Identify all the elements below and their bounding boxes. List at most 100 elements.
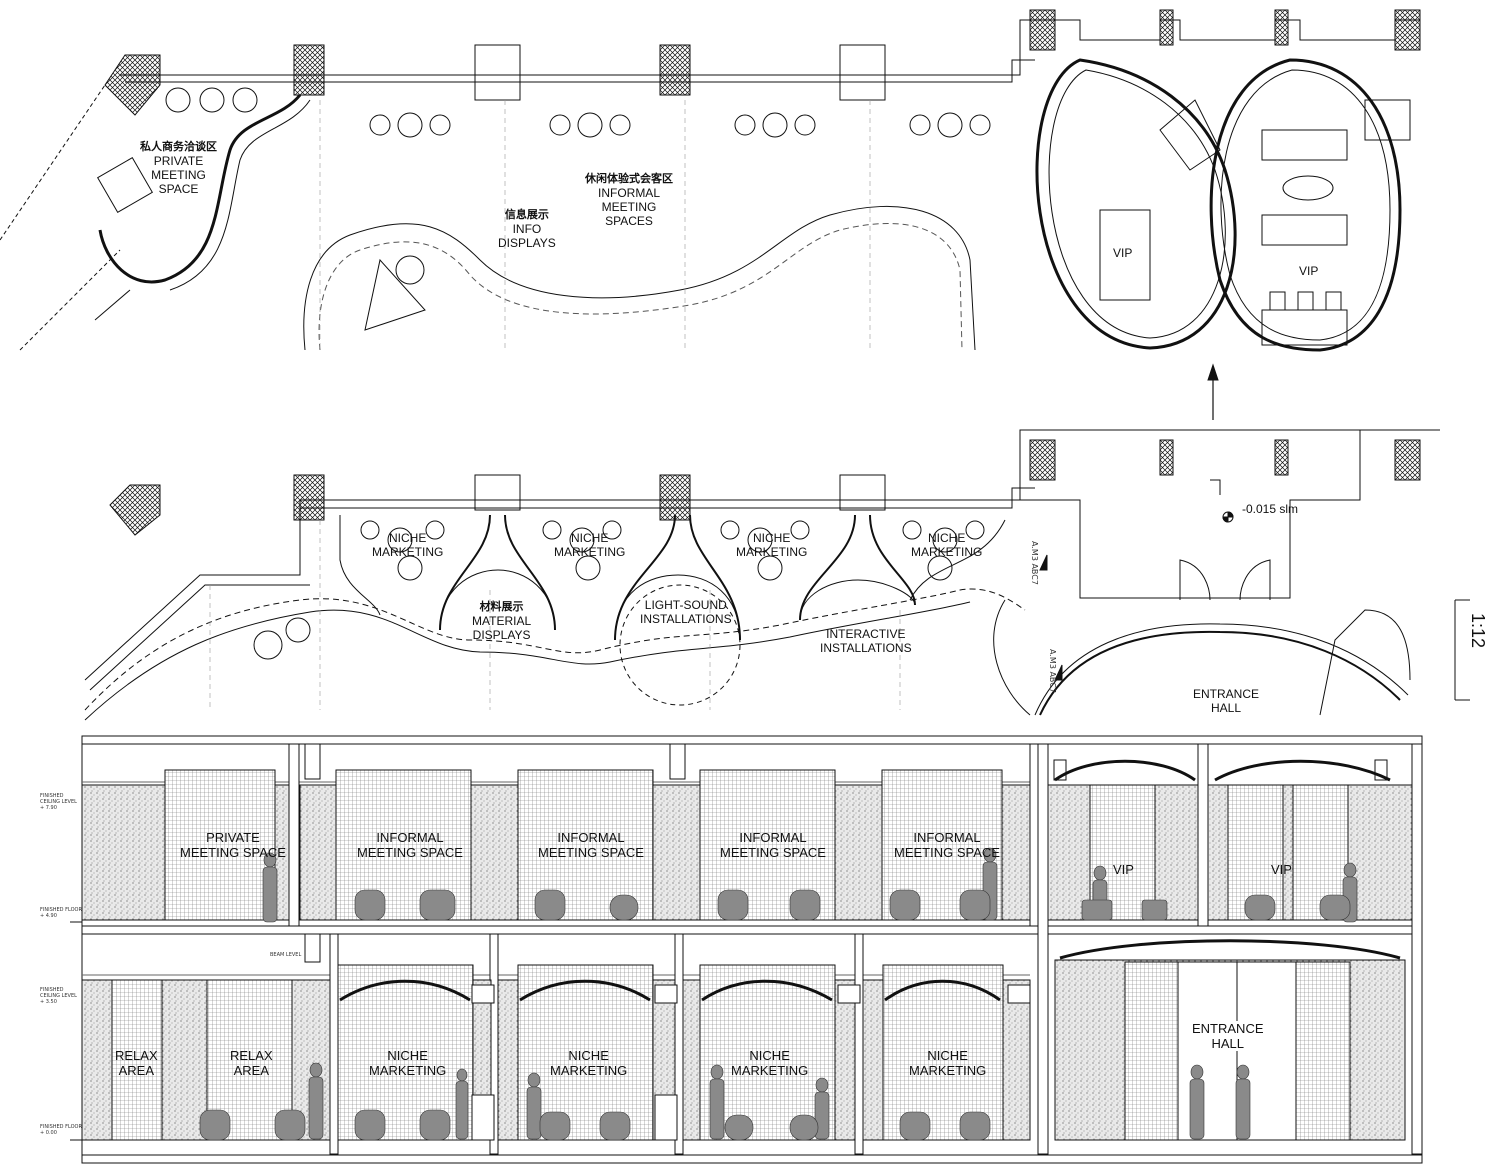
label-niche-3-l2: MARKETING xyxy=(736,545,808,559)
section-relax-1-l1: RELAX xyxy=(115,1048,158,1063)
label-informal-meeting-en-2: MEETING xyxy=(601,200,657,214)
label-interactive: INTERACTIVE INSTALLATIONS xyxy=(820,627,912,655)
level-upper-floor-l1: FINISHED FLOOR xyxy=(40,907,82,913)
level-lower-ceiling-l1: FINISHED xyxy=(40,987,64,993)
label-niche-4-l1: NICHE xyxy=(928,531,966,545)
section-room-upper-5-l2: MEETING SPACE xyxy=(894,845,1000,860)
section-relax-2: RELAX AREA xyxy=(230,1048,273,1078)
section-entrance-hall: ENTRANCE HALL xyxy=(1190,1021,1266,1051)
label-informal-meeting: 休闲体验式会客区 INFORMAL MEETING SPACES xyxy=(585,172,673,228)
section-elevation xyxy=(70,735,1423,1164)
label-info-displays-en-1: INFO xyxy=(512,222,542,236)
section-room-upper-4-l2: MEETING SPACE xyxy=(720,845,826,860)
label-niche-3-l1: NICHE xyxy=(753,531,791,545)
section-figures xyxy=(199,847,1358,1141)
section-niche-1: NICHE MARKETING xyxy=(369,1048,446,1078)
section-room-upper-4: INFORMAL MEETING SPACE xyxy=(720,830,826,860)
level-lower-ceiling-l3: + 3.50 xyxy=(40,999,57,1005)
label-light-sound-l1: LIGHT-SOUND xyxy=(644,598,727,612)
label-vip-left: VIP xyxy=(1113,246,1133,260)
section-room-upper-2-l1: INFORMAL xyxy=(376,830,444,845)
label-informal-meeting-en-1: INFORMAL xyxy=(597,186,660,200)
label-niche-2-l2: MARKETING xyxy=(554,545,626,559)
label-info-displays-cn: 信息展示 xyxy=(504,208,549,221)
label-niche-1-l2: MARKETING xyxy=(372,545,444,559)
section-niche-2-l2: MARKETING xyxy=(550,1063,628,1078)
level-lower-floor: FINISHED FLOOR + 0.00 xyxy=(40,1124,82,1136)
label-niche-3: NICHE MARKETING xyxy=(736,531,807,559)
section-niche-4-l1: NICHE xyxy=(927,1048,968,1063)
section-niche-3-l1: NICHE xyxy=(749,1048,790,1063)
level-upper-ceiling-l3: + 7.90 xyxy=(40,805,57,811)
section-tag-1: A.M3 ABC7 xyxy=(1029,541,1039,585)
label-info-displays-en-2: DISPLAYS xyxy=(498,236,556,250)
section-niche-3: NICHE MARKETING xyxy=(731,1048,808,1078)
label-informal-meeting-en-3: SPACES xyxy=(605,214,653,228)
section-relax-1: RELAX AREA xyxy=(115,1048,158,1078)
level-upper-ceiling-l1: FINISHED xyxy=(40,793,64,799)
label-niche-2-l1: NICHE xyxy=(571,531,609,545)
label-informal-meeting-cn: 休闲体验式会客区 xyxy=(585,172,673,185)
label-entrance-hall-plan: ENTRANCE HALL xyxy=(1193,687,1259,715)
label-private-meeting-en-3: SPACE xyxy=(158,182,199,196)
level-upper-ceiling: FINISHED CEILING LEVEL + 7.90 xyxy=(40,793,77,811)
label-interactive-l2: INSTALLATIONS xyxy=(820,641,912,655)
level-lower-ceiling: FINISHED CEILING LEVEL + 3.50 xyxy=(40,987,77,1005)
label-material-displays: 材料展示 MATERIAL DISPLAYS xyxy=(472,600,531,642)
section-relax-2-l2: AREA xyxy=(233,1063,270,1078)
label-interactive-l1: INTERACTIVE xyxy=(826,627,906,641)
section-niche-4-l2: MARKETING xyxy=(909,1063,987,1078)
section-room-upper-4-l1: INFORMAL xyxy=(739,830,807,845)
level-upper-floor-l2: + 4.90 xyxy=(40,913,57,919)
label-niche-4-l2: MARKETING xyxy=(911,545,983,559)
label-material-displays-en-1: MATERIAL xyxy=(472,614,532,628)
level-mark: -0.015 slm xyxy=(1242,502,1299,516)
section-room-upper-2-l2: MEETING SPACE xyxy=(357,845,463,860)
label-vip-right: VIP xyxy=(1299,264,1319,278)
label-material-displays-en-2: DISPLAYS xyxy=(472,628,531,642)
label-private-meeting: 私人商务洽谈区 PRIVATE MEETING SPACE xyxy=(140,140,217,196)
label-niche-1-l1: NICHE xyxy=(389,531,427,545)
section-relax-1-l2: AREA xyxy=(118,1063,155,1078)
section-room-upper-3-l1: INFORMAL xyxy=(557,830,625,845)
section-vip-2: VIP xyxy=(1271,862,1292,877)
level-lower-floor-l1: FINISHED FLOOR xyxy=(40,1124,82,1130)
label-private-meeting-en-2: MEETING xyxy=(151,168,206,182)
section-niche-1-l1: NICHE xyxy=(387,1048,428,1063)
level-beam: BEAM LEVEL xyxy=(270,952,302,958)
label-niche-1: NICHE MARKETING xyxy=(372,531,443,559)
upper-plan xyxy=(0,9,1421,420)
level-lower-floor-l2: + 0.00 xyxy=(40,1130,57,1136)
section-room-upper-1: PRIVATE MEETING SPACE xyxy=(180,830,286,860)
label-niche-4: NICHE MARKETING xyxy=(911,531,982,559)
section-niche-2: NICHE MARKETING xyxy=(550,1048,627,1078)
level-upper-ceiling-l2: CEILING LEVEL xyxy=(40,799,77,805)
label-entrance-hall-plan-l1: ENTRANCE xyxy=(1193,687,1260,701)
level-lower-ceiling-l2: CEILING LEVEL xyxy=(40,993,77,999)
section-vip-1: VIP xyxy=(1113,862,1134,877)
level-upper-floor: FINISHED FLOOR + 4.90 xyxy=(40,907,82,919)
section-room-upper-5-l1: INFORMAL xyxy=(913,830,981,845)
label-info-displays: 信息展示 INFO DISPLAYS xyxy=(498,208,556,250)
label-private-meeting-cn: 私人商务洽谈区 xyxy=(140,140,217,153)
section-room-upper-1-l2: MEETING SPACE xyxy=(180,845,286,860)
section-room-upper-1-l1: PRIVATE xyxy=(206,830,260,845)
section-niche-2-l1: NICHE xyxy=(568,1048,609,1063)
section-room-upper-3-l2: MEETING SPACE xyxy=(538,845,644,860)
section-room-upper-2: INFORMAL MEETING SPACE xyxy=(357,830,463,860)
section-entrance-hall-l1: ENTRANCE xyxy=(1192,1021,1264,1036)
label-light-sound-l2: INSTALLATIONS xyxy=(640,612,732,626)
section-niche-1-l2: MARKETING xyxy=(369,1063,447,1078)
scale-label: 1:12 xyxy=(1468,612,1489,649)
label-light-sound: LIGHT-SOUND INSTALLATIONS xyxy=(640,598,732,626)
label-material-displays-cn: 材料展示 xyxy=(479,600,524,613)
label-entrance-hall-plan-l2: HALL xyxy=(1210,701,1242,715)
section-niche-4: NICHE MARKETING xyxy=(909,1048,986,1078)
section-entrance-hall-l2: HALL xyxy=(1211,1036,1245,1051)
section-tag-2: A.M3 ABC7 xyxy=(1047,649,1057,693)
section-relax-2-l1: RELAX xyxy=(230,1048,273,1063)
section-room-upper-5: INFORMAL MEETING SPACE xyxy=(894,830,1000,860)
label-private-meeting-en-1: PRIVATE xyxy=(153,154,204,168)
label-niche-2: NICHE MARKETING xyxy=(554,531,625,559)
